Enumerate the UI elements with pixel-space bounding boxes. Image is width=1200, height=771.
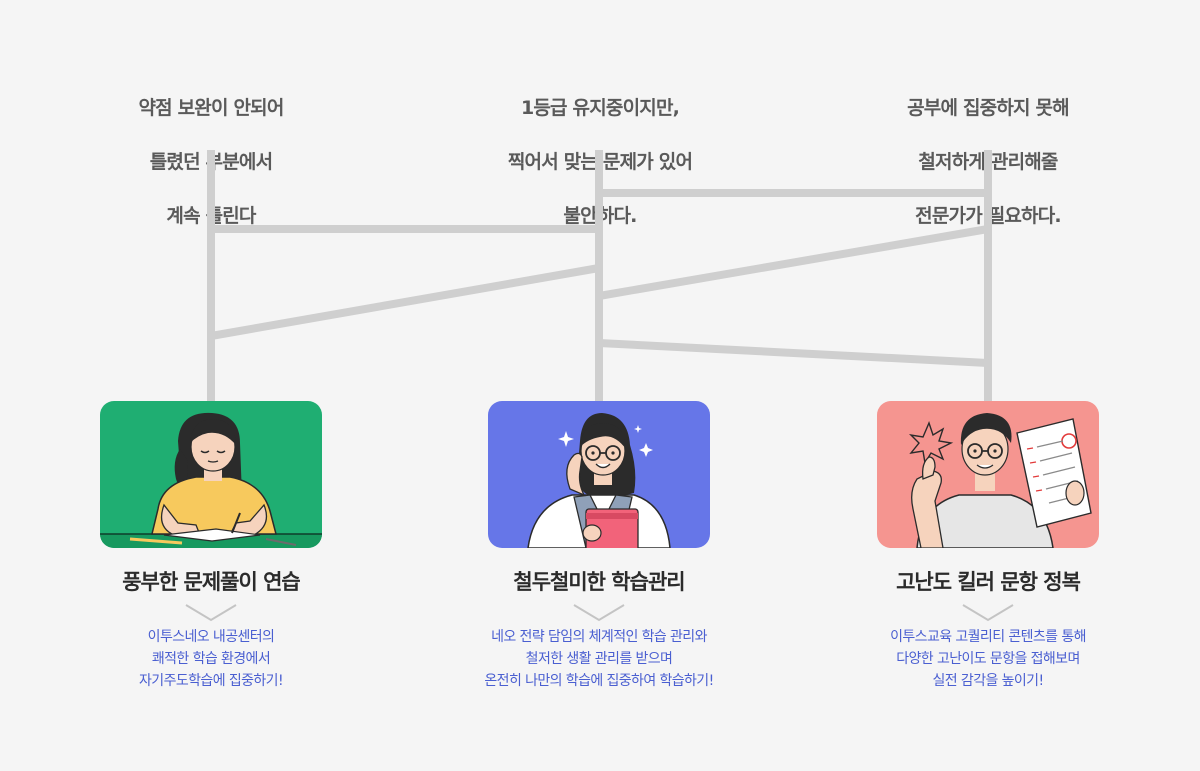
chevron-down-icon (573, 604, 625, 622)
chevron-down-icon (962, 604, 1014, 622)
test-paper-student-illustration (877, 401, 1099, 548)
concern-2-line-1: 1등급 유지중이지만, (520, 97, 680, 119)
solution-desc-1-line-1: 이투스네오 내공센터의 (147, 629, 275, 645)
concern-1: 약점 보완이 안되어 틀렸던 부분에서 계속 틀린다 (81, 68, 341, 257)
chevron-down-icon (185, 604, 237, 622)
glasses-student-illustration (488, 401, 710, 548)
solution-title-3: 고난도 킬러 문항 정복 (896, 570, 1081, 594)
solution-title-2: 철두철미한 학습관리 (513, 570, 685, 594)
solution-desc-3-line-1: 이투스교육 고퀄리티 콘텐츠를 통해 (890, 629, 1086, 645)
studying-student-illustration (100, 401, 322, 548)
concern-3-line-2: 철저하게 관리해줄 (918, 151, 1058, 173)
card-study-management (488, 401, 710, 548)
card-problem-practice (100, 401, 322, 548)
concern-1-line-2: 틀렸던 부분에서 (149, 151, 273, 173)
solution-desc-1: 이투스네오 내공센터의 쾌적한 학습 환경에서 자기주도학습에 집중하기! (51, 626, 371, 692)
solution-desc-3-line-3: 실전 감각을 높이기! (932, 673, 1045, 689)
connector-rung-4 (598, 225, 989, 300)
concern-3-line-3: 전문가가 필요하다. (915, 205, 1061, 227)
concern-3: 공부에 집중하지 못해 철저하게 관리해줄 전문가가 필요하다. (858, 68, 1118, 257)
connector-rung-3 (210, 264, 600, 340)
solution-desc-2-line-2: 철저한 생활 관리를 받으며 (525, 651, 673, 667)
solution-desc-2-line-1: 네오 전략 담임의 체계적인 학습 관리와 (491, 629, 707, 645)
solution-desc-2-line-3: 온전히 나만의 학습에 집중하여 학습하기! (484, 673, 714, 689)
concern-1-line-3: 계속 틀린다 (166, 205, 256, 227)
solution-desc-1-line-2: 쾌적한 학습 환경에서 (151, 651, 271, 667)
concern-1-line-1: 약점 보완이 안되어 (138, 97, 284, 119)
solution-desc-3: 이투스교육 고퀄리티 콘텐츠를 통해 다양한 고난이도 문항을 접해보며 실전 … (828, 626, 1148, 692)
solution-desc-3-line-2: 다양한 고난이도 문항을 접해보며 (896, 651, 1080, 667)
connector-rung-5 (598, 339, 989, 367)
concern-2-line-2: 찍어서 맞는 문제가 있어 (507, 151, 693, 173)
solution-desc-1-line-3: 자기주도학습에 집중하기! (139, 673, 284, 689)
card-killer-problems (877, 401, 1099, 548)
solution-desc-2: 네오 전략 담임의 체계적인 학습 관리와 철저한 생활 관리를 받으며 온전히… (439, 626, 759, 692)
solution-title-1: 풍부한 문제풀이 연습 (122, 570, 301, 594)
concern-3-line-1: 공부에 집중하지 못해 (907, 97, 1070, 119)
